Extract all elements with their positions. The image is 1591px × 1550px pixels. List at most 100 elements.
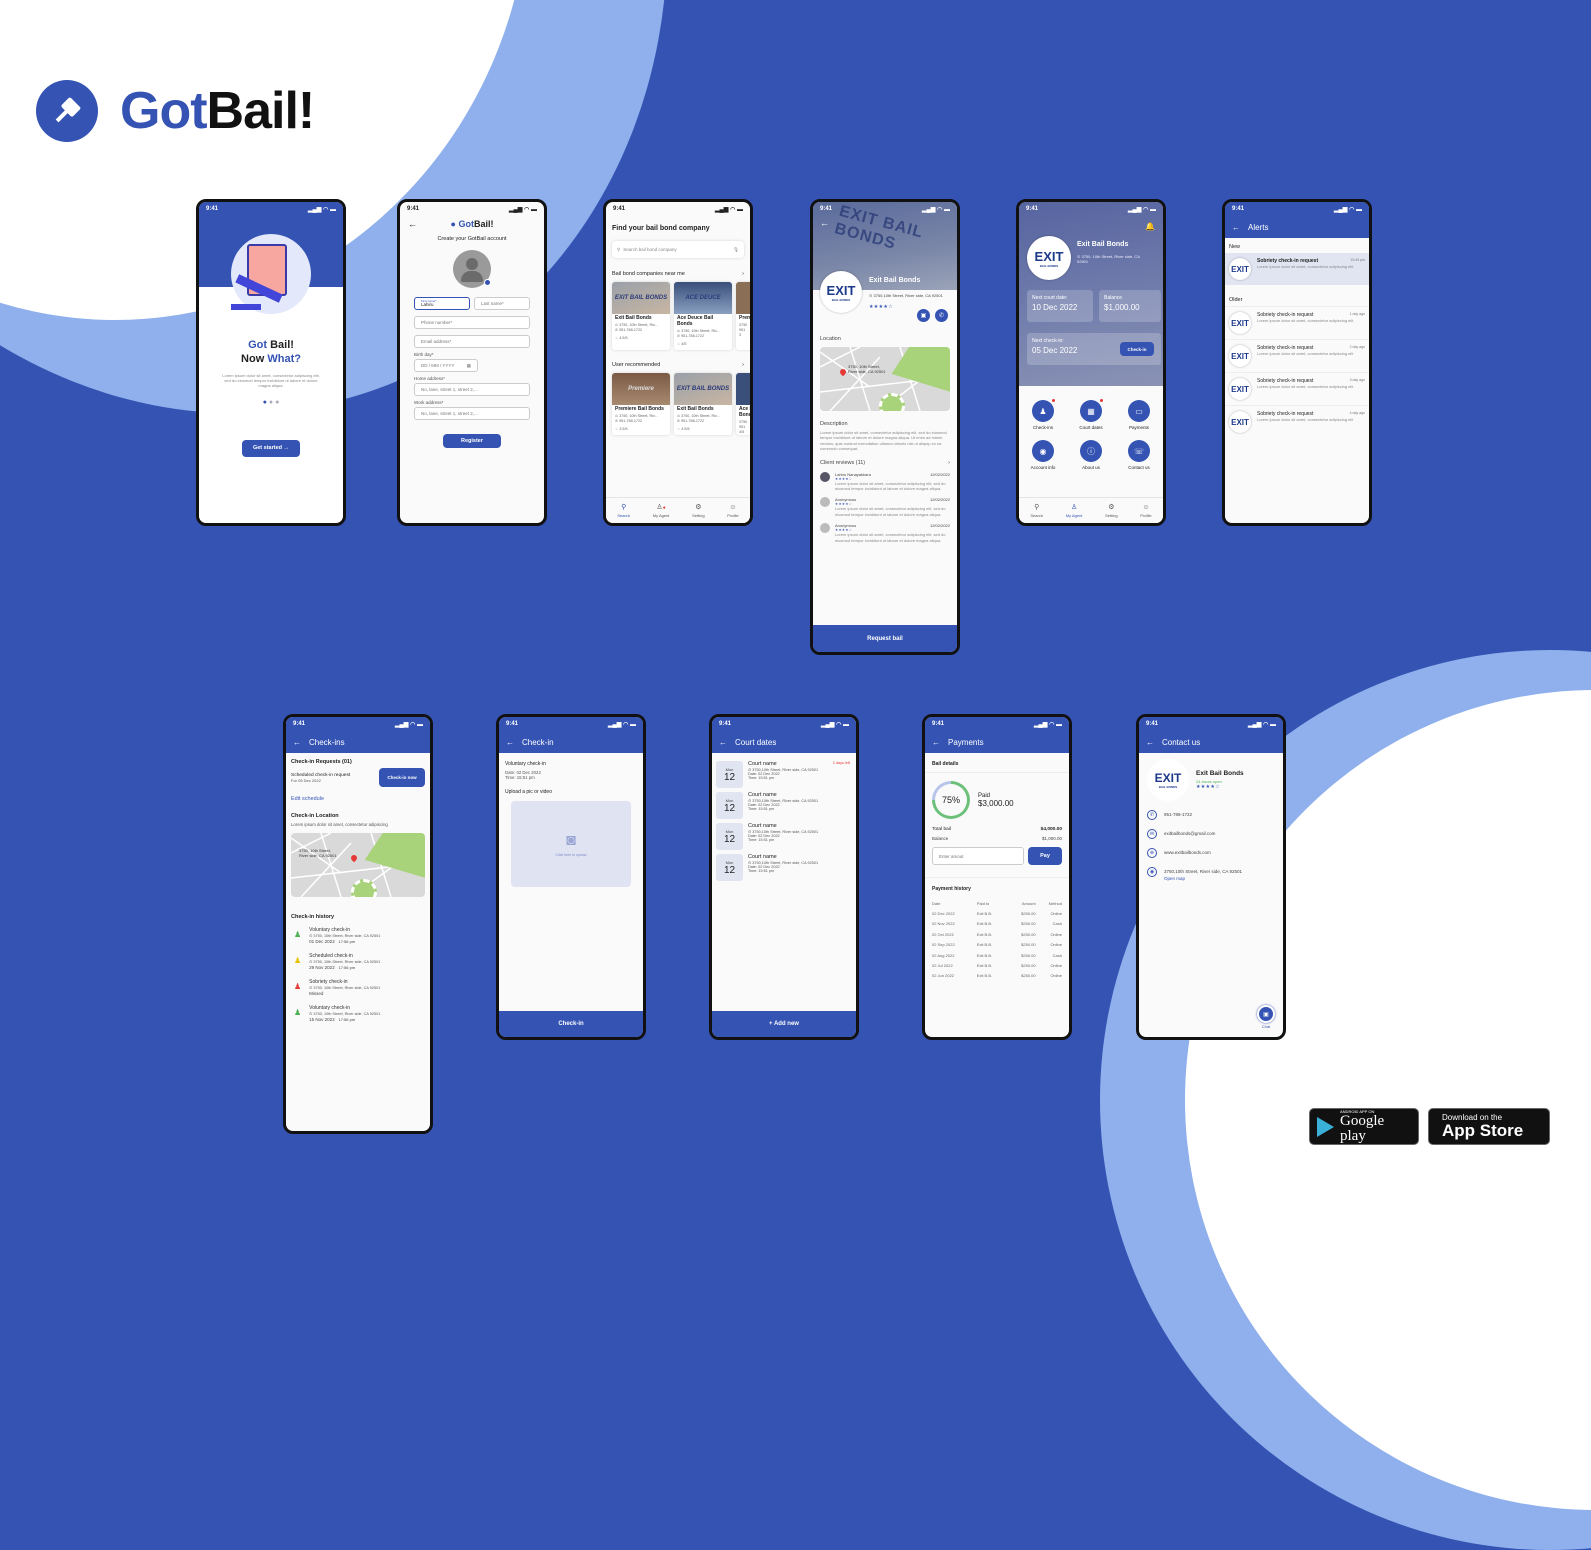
back-arrow-icon[interactable]: ← <box>506 737 514 747</box>
phone-onboarding: 9:41▂▄▆ ◠ ▬ Got Bail! Now What? Lorem ip… <box>196 199 346 526</box>
pay-button[interactable]: Pay <box>1028 847 1062 865</box>
action-account-info[interactable]: ◉Account info <box>1031 440 1055 470</box>
nav-setting[interactable]: ⚙Setting <box>1105 504 1118 518</box>
title-got: Got <box>248 339 268 351</box>
nav-my-agent[interactable]: ♙●My Agent <box>652 504 670 518</box>
action-contact-us[interactable]: ☏Contact us <box>1128 440 1150 470</box>
contact-email[interactable]: ✉exitbailbonds@gmail.com <box>1147 829 1275 839</box>
last-name-field[interactable]: Last name* <box>474 297 530 310</box>
app-logo: ● GotBail! <box>450 219 494 229</box>
nav-search[interactable]: ⚲Search <box>617 504 631 518</box>
edit-schedule-link[interactable]: Edit schedule <box>291 796 325 802</box>
bell-icon[interactable]: 🔔 <box>1145 222 1155 231</box>
back-arrow-icon[interactable]: ← <box>1232 222 1240 232</box>
upload-area[interactable]: ◙ Click here to upload <box>511 801 631 887</box>
register-button[interactable]: Register <box>443 434 501 448</box>
paid-value: $3,000.00 <box>978 798 1014 808</box>
page-title: Create your GotBail account <box>437 236 507 242</box>
reviews-title: Client reviews (11) <box>820 459 866 466</box>
home-address-field[interactable]: No, lane, street 1, street 2,... <box>414 383 530 396</box>
chat-fab[interactable]: ▣ Chat <box>1257 1005 1275 1029</box>
balance-card[interactable]: Balance$1,000.00 <box>1099 290 1161 322</box>
birthday-field[interactable]: DD / MM / YYYY▦ <box>414 359 478 372</box>
action-payments[interactable]: ▭Payments <box>1128 400 1150 430</box>
nav-search[interactable]: ⚲Search <box>1030 504 1044 518</box>
balance-label: Balance <box>932 836 949 841</box>
section-title-recommended: User recommended <box>612 362 661 369</box>
checkin-map[interactable]: 3750, 10th Street, River side, CA 92501 <box>291 833 425 897</box>
nav-profile[interactable]: ☺Profile <box>727 503 739 518</box>
next-court-card[interactable]: Next court date:10 Dec 2022 <box>1027 290 1093 322</box>
company-card[interactable]: Premiere37509513 <box>736 282 750 351</box>
chevron-right-icon[interactable]: › <box>742 271 744 277</box>
back-arrow-icon[interactable]: ← <box>719 737 727 747</box>
nav-setting[interactable]: ⚙Setting <box>692 504 705 518</box>
status-icons: ▂▄▆ ◠ ▬ <box>820 721 849 728</box>
phone-check-in: 9:41▂▄▆ ◠ ▬ ←Check-in Voluntary check-in… <box>496 714 646 1040</box>
profile-icon: ☺ <box>1142 503 1150 511</box>
check-in-button[interactable]: Check-in <box>1120 342 1154 356</box>
get-started-button[interactable]: Get started → <box>242 439 300 457</box>
search-icon: ⚲ <box>1034 504 1040 511</box>
chevron-right-icon[interactable]: › <box>948 459 950 466</box>
back-arrow-icon[interactable]: ← <box>1146 737 1154 747</box>
call-button[interactable]: ✆ <box>935 309 948 322</box>
back-arrow-icon[interactable]: ← <box>408 219 417 229</box>
contact-website[interactable]: ⊕www.exitbailbonds.com <box>1147 848 1275 858</box>
status-time: 9:41 <box>613 206 626 212</box>
page-indicator[interactable]: ● ● ● <box>262 398 280 406</box>
chat-button[interactable]: ▣ <box>917 309 930 322</box>
contact-phone[interactable]: ✆951-788-1722 <box>1147 810 1275 820</box>
avatar-upload[interactable] <box>453 250 491 288</box>
back-arrow-icon[interactable]: ← <box>293 737 301 747</box>
nav-my-agent[interactable]: ♙My Agent <box>1065 504 1083 518</box>
search-input[interactable]: ⚲Search bail bond company🎙 <box>612 241 744 258</box>
location-map[interactable]: 3750, 10th Street, River side, CA 92501 <box>820 347 950 411</box>
action-court-dates[interactable]: ▦Court dates <box>1079 399 1103 430</box>
nav-profile[interactable]: ☺Profile <box>1140 503 1152 518</box>
request-bail-button[interactable]: Request bail <box>813 625 957 652</box>
history-item: ♟Voluntary check-in⊙ 3750, 10th Street, … <box>294 927 381 944</box>
phone-field[interactable]: Phone number* <box>414 316 530 329</box>
email-field[interactable]: Email address* <box>414 335 530 348</box>
page-title: Court dates <box>735 737 777 747</box>
status-icons: ▂▄▆ ◠ ▬ <box>1333 206 1362 213</box>
rating-stars: ★★★★☆ <box>1196 784 1220 790</box>
check-in-now-button[interactable]: Check-in now <box>379 768 425 787</box>
company-card[interactable]: Ace Deuce Bail Bonds37509514/5 <box>736 373 750 436</box>
open-map-link[interactable]: Open map <box>1164 876 1186 881</box>
add-photo-icon[interactable] <box>484 279 491 286</box>
status-time: 9:41 <box>1026 206 1039 212</box>
first-name-field[interactable]: First name*Lahiru <box>414 297 470 310</box>
amount-input[interactable]: Enter amout <box>932 847 1024 865</box>
work-address-field[interactable]: No, lane, street 1, street 2,... <box>414 407 530 420</box>
company-name: Exit Bail Bonds <box>1196 770 1244 777</box>
mic-icon[interactable]: 🎙 <box>733 246 739 252</box>
add-new-button[interactable]: + Add new <box>712 1011 856 1037</box>
back-arrow-icon[interactable]: ← <box>932 737 940 747</box>
action-check-ins[interactable]: ♟Check-ins <box>1032 399 1055 430</box>
account-icon: ◉ <box>1039 446 1047 456</box>
back-arrow-icon[interactable]: ← <box>820 218 829 228</box>
total-bail-value: $4,000.00 <box>1040 827 1062 832</box>
check-in-submit-button[interactable]: Check-in <box>499 1011 643 1037</box>
chevron-right-icon[interactable]: › <box>742 362 744 369</box>
